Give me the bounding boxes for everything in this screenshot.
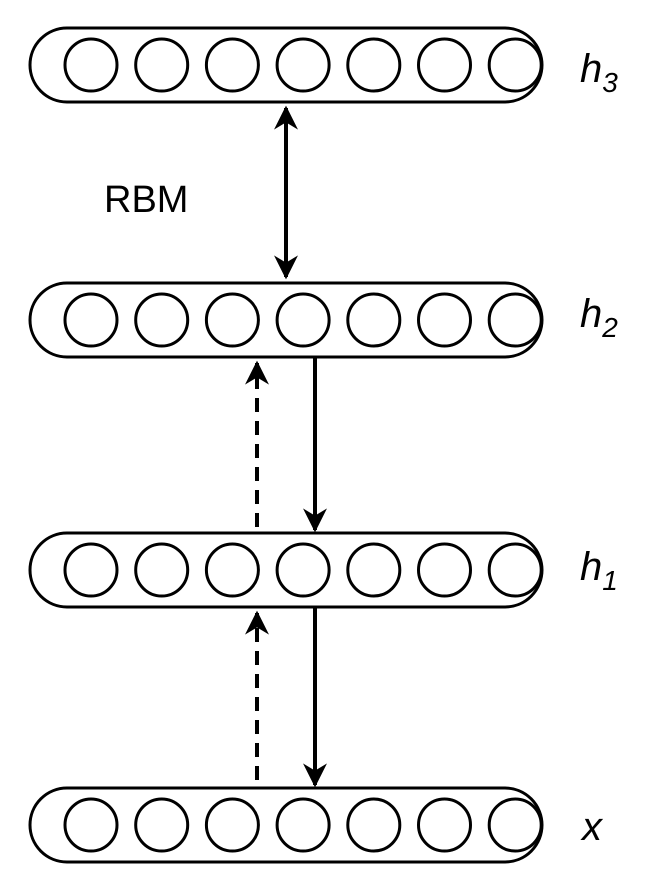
unit-h3-5	[346, 37, 402, 93]
layer-x: x	[28, 786, 604, 864]
unit-x-1	[63, 797, 119, 853]
layer-h1-units	[63, 542, 543, 598]
unit-h3-7	[487, 37, 543, 93]
layer-h3-label: h3	[580, 47, 618, 98]
unit-h3-1	[63, 37, 119, 93]
unit-h2-5	[346, 292, 402, 348]
unit-x-2	[134, 797, 190, 853]
layer-h3: h3	[28, 26, 618, 104]
layer-x-units	[63, 797, 543, 853]
unit-x-7	[487, 797, 543, 853]
unit-h3-2	[134, 37, 190, 93]
layer-h2-label: h2	[580, 292, 618, 343]
unit-h1-4	[275, 542, 331, 598]
unit-x-4	[275, 797, 331, 853]
unit-h1-5	[346, 542, 402, 598]
unit-h1-1	[63, 542, 119, 598]
unit-h1-6	[417, 542, 472, 598]
unit-h2-4	[275, 292, 331, 348]
unit-h1-3	[204, 542, 260, 598]
layer-h2: h2	[28, 281, 618, 359]
rbm-label: RBM	[104, 179, 188, 221]
unit-h2-1	[63, 292, 119, 348]
unit-h3-4	[275, 37, 331, 93]
layer-h1: h1	[28, 531, 618, 609]
unit-h2-6	[417, 292, 472, 348]
unit-x-3	[204, 797, 260, 853]
layer-h1-label: h1	[580, 545, 618, 596]
unit-h2-2	[134, 292, 190, 348]
unit-x-6	[417, 797, 472, 853]
unit-h3-6	[417, 37, 472, 93]
unit-h3-3	[204, 37, 260, 93]
layer-h3-units	[63, 37, 543, 93]
layer-h2-units	[63, 292, 543, 348]
unit-h2-7	[487, 292, 543, 348]
unit-h2-3	[204, 292, 260, 348]
unit-h1-7	[487, 542, 543, 598]
unit-x-5	[346, 797, 402, 853]
layer-x-label: x	[580, 805, 604, 849]
unit-h1-2	[134, 542, 190, 598]
